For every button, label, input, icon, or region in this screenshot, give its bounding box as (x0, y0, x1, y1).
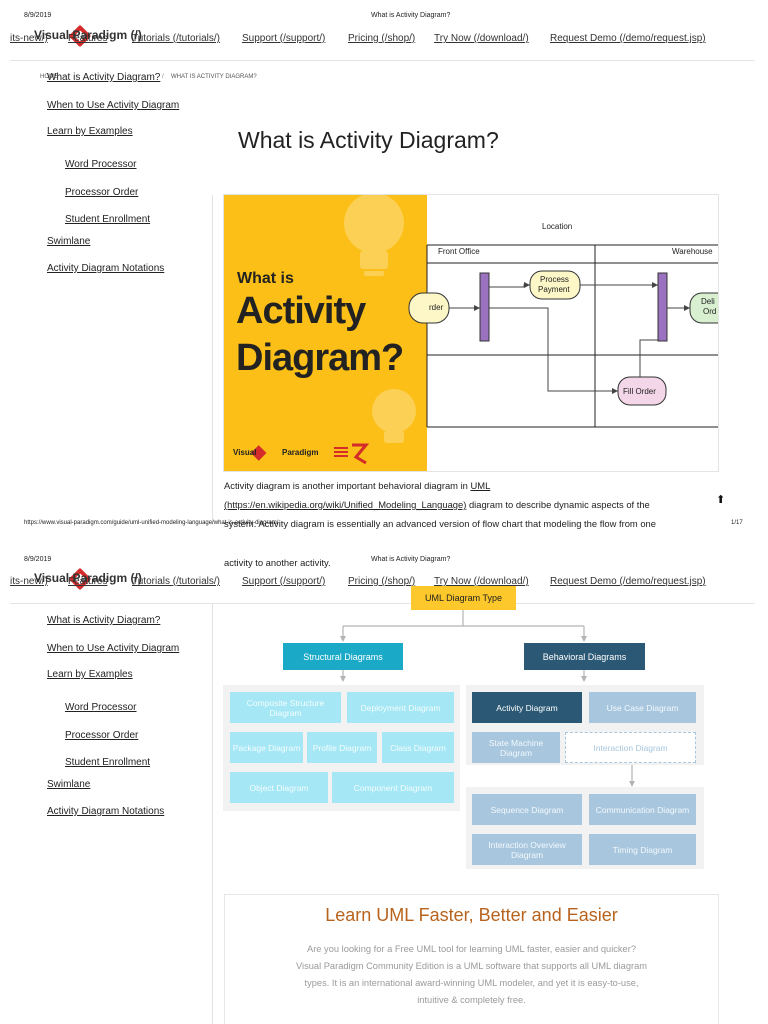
nav-support-2[interactable]: Support (/support/) (242, 576, 326, 587)
profile-node: Profile Diagram (307, 732, 377, 763)
para-line1: Activity diagram is another important be… (224, 480, 471, 491)
learn-line-1: Are you looking for a Free UML tool for … (307, 944, 636, 954)
sidebar-item-word-processor[interactable]: Word Processor (65, 159, 137, 170)
para-line3: system. Activity diagram is essentially … (224, 518, 656, 529)
learn-uml-title: Learn UML Faster, Better and Easier (325, 905, 618, 925)
timing-node: Timing Diagram (589, 834, 696, 865)
hero-brand-visual: Visual (233, 448, 257, 457)
content-divider-2 (212, 604, 213, 1024)
continued-text: activity to another activity. (224, 557, 331, 568)
learn-uml-box: Learn UML Faster, Better and Easier Are … (224, 894, 719, 1024)
diagram-front-office-label: Front Office (438, 247, 480, 256)
nav-request-demo-2[interactable]: Request Demo (/demo/request.jsp) (550, 576, 706, 587)
object-node: Object Diagram (230, 772, 328, 803)
content-divider (212, 195, 213, 525)
sequence-node: Sequence Diagram (472, 794, 582, 825)
nav-try-now-2[interactable]: Try Now (/download/) (434, 576, 529, 587)
nav-pricing-2[interactable]: Pricing (/shop/) (348, 576, 416, 587)
diagram-process-payment-2: Payment (538, 285, 570, 294)
uml-wiki-link[interactable]: (https://en.wikipedia.org/wiki/Unified_M… (224, 499, 467, 510)
nav-support[interactable]: Support (/support/) (242, 33, 326, 44)
state-machine-node: State Machine Diagram (472, 732, 560, 763)
sidebar-item-what-is[interactable]: What is Activity Diagram? (47, 615, 161, 626)
uml-diagram-tree: UML Diagram Type Structural Diagrams Beh… (220, 582, 720, 872)
use-case-node: Use Case Diagram (589, 692, 696, 723)
diagram-fill-order: Fill Order (623, 387, 656, 396)
sidebar-item-word-processor[interactable]: Word Processor (65, 702, 137, 713)
sidebar-item-notations[interactable]: Activity Diagram Notations (47, 263, 165, 274)
hero-diagram: Diagram? (236, 337, 404, 379)
sidebar-item-what-is[interactable]: What is Activity Diagram? (47, 72, 161, 83)
composite-structure-node: Composite Structure Diagram (230, 692, 341, 723)
package-node: Package Diagram (230, 732, 303, 763)
sidebar-item-student-enrollment[interactable]: Student Enrollment (65, 214, 151, 225)
learn-line-3: types. It is an international award-winn… (304, 978, 639, 988)
nav-try-now[interactable]: Try Now (/download/) (434, 33, 529, 44)
nav-request-demo[interactable]: Request Demo (/demo/request.jsp) (550, 33, 706, 44)
sidebar-item-swimlane[interactable]: Swimlane (47, 779, 91, 790)
diagram-process-payment-1: Process (540, 275, 569, 284)
nav-tutorials[interactable]: Tutorials (/tutorials/) (132, 33, 220, 44)
breadcrumb-current: WHAT IS ACTIVITY DIAGRAM? (171, 74, 257, 80)
interaction-overview-node: Interaction Overview Diagram (472, 834, 582, 865)
print-header-title: What is Activity Diagram? (371, 12, 451, 19)
print-header-date: 8/9/2019 (24, 12, 52, 19)
nav-left-fragment[interactable]: its-new/) (10, 33, 48, 44)
component-node: Component Diagram (332, 772, 454, 803)
para-line2: diagram to describe dynamic aspects of t… (466, 499, 650, 510)
hero-image: What is Activity Diagram? Visual Paradig… (223, 194, 719, 472)
intro-paragraph: Activity diagram is another important be… (224, 476, 724, 533)
nav-features-2[interactable]: Features (68, 576, 108, 587)
page-title: What is Activity Diagram? (238, 127, 499, 153)
nav-left-fragment-2[interactable]: its-new/) (10, 576, 48, 587)
diagram-location-label: Location (542, 222, 573, 231)
nav-pricing[interactable]: Pricing (/shop/) (348, 33, 416, 44)
diagram-warehouse-label: Warehouse (672, 247, 713, 256)
hero-brand-paradigm: Paradigm (282, 448, 319, 457)
sidebar-item-swimlane[interactable]: Swimlane (47, 236, 91, 247)
sidebar-item-processor-order[interactable]: Processor Order (65, 730, 139, 741)
back-to-top-arrow-icon[interactable]: ⬆ (716, 494, 726, 506)
sidebar-item-student-enrollment[interactable]: Student Enrollment (65, 757, 151, 768)
nav-tutorials-2[interactable]: Tutorials (/tutorials/) (132, 576, 220, 587)
logo-text[interactable]: Visual Paradigm (/) (34, 28, 142, 42)
interaction-node: Interaction Diagram (565, 732, 696, 763)
diagram-deliver-2: Ord (703, 307, 717, 316)
print-footer-url: https://www.visual-paradigm.com/guide/um… (24, 520, 279, 526)
learn-line-4: intuitive & completely free. (417, 995, 526, 1005)
activity-node: Activity Diagram (472, 692, 582, 723)
nav-features[interactable]: Features (68, 33, 108, 44)
print-header-date-2: 8/9/2019 (24, 556, 52, 563)
print-header-title-2: What is Activity Diagram? (371, 556, 451, 563)
sidebar-item-processor-order[interactable]: Processor Order (65, 187, 139, 198)
hero-what-is: What is (237, 270, 294, 287)
hero-illustration (224, 195, 718, 471)
deployment-node: Deployment Diagram (347, 692, 454, 723)
logo-text-2[interactable]: Visual Paradigm (/) (34, 571, 142, 585)
learn-uml-text: Are you looking for a Free UML tool for … (225, 941, 718, 1009)
sidebar-item-learn-by-examples[interactable]: Learn by Examples (47, 126, 133, 137)
top-nav-divider-2 (10, 603, 755, 604)
class-node: Class Diagram (382, 732, 454, 763)
uml-tree-connectors (223, 610, 704, 869)
behavioral-diagrams-node: Behavioral Diagrams (524, 643, 645, 670)
breadcrumb-separator: / (162, 74, 164, 80)
diagram-deliver-1: Deli (701, 297, 715, 306)
learn-line-2: Visual Paradigm Community Edition is a U… (295, 961, 648, 971)
hero-activity: Activity (236, 290, 366, 332)
sidebar-item-when-to-use[interactable]: When to Use Activity Diagram (47, 643, 180, 654)
print-footer-page: 1/17 (731, 520, 743, 526)
sidebar-item-when-to-use[interactable]: When to Use Activity Diagram (47, 100, 180, 111)
uml-link[interactable]: UML (470, 480, 491, 491)
communication-node: Communication Diagram (589, 794, 696, 825)
diagram-order-fragment: rder (429, 303, 444, 312)
uml-root-node: UML Diagram Type (411, 586, 516, 610)
structural-diagrams-node: Structural Diagrams (283, 643, 403, 670)
sidebar-item-learn-by-examples[interactable]: Learn by Examples (47, 669, 133, 680)
top-nav-divider (10, 60, 755, 61)
breadcrumb-home[interactable]: HOME (40, 74, 58, 80)
sidebar-item-notations[interactable]: Activity Diagram Notations (47, 806, 165, 817)
